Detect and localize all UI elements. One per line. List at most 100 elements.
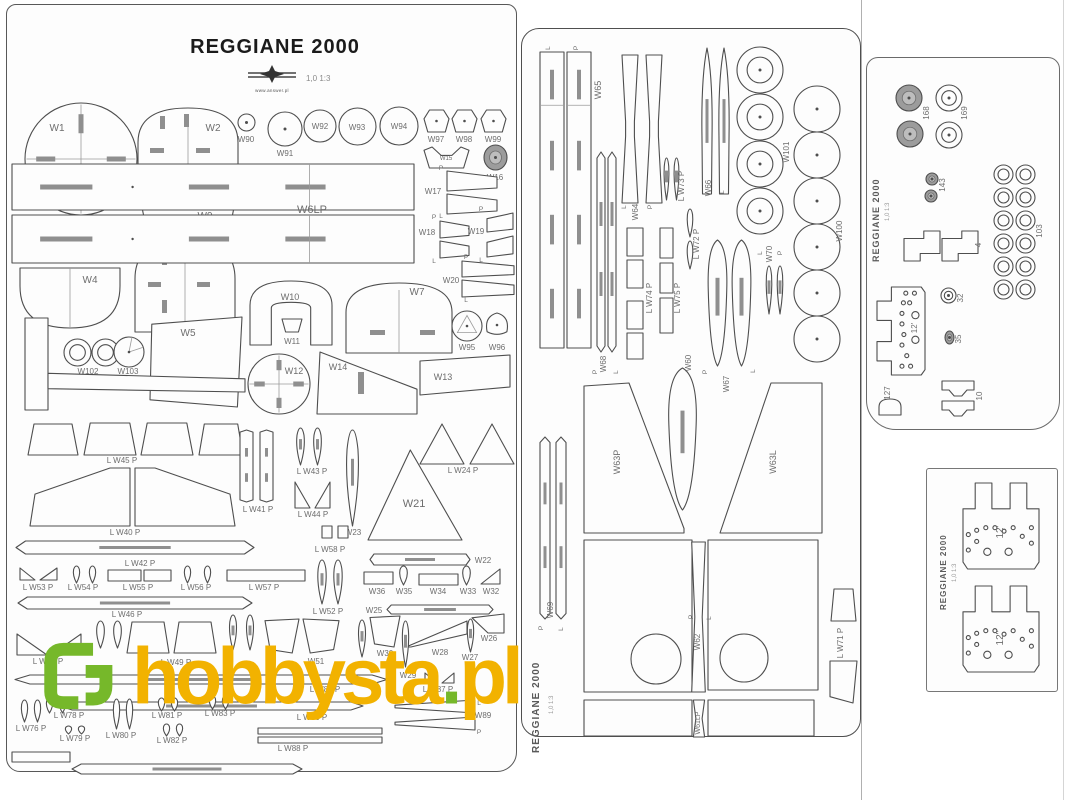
part-12: 12'': [962, 585, 1040, 673]
svg-text:L W72 P: L W72 P: [692, 229, 701, 259]
svg-text:W30: W30: [377, 649, 394, 658]
svg-text:W10: W10: [281, 292, 300, 302]
svg-text:L: L: [558, 627, 565, 631]
part-L-W24-P: L W24 P: [419, 423, 515, 475]
svg-text:L W44 P: L W44 P: [298, 510, 328, 519]
part-103: 103: [993, 164, 1044, 300]
svg-text:W1: W1: [50, 123, 65, 134]
svg-text:W103: W103: [118, 367, 139, 376]
svg-text:P: P: [479, 206, 483, 213]
svg-text:L W86 P: L W86 P: [297, 713, 327, 722]
part-168: 168: [895, 84, 931, 148]
part-W13: W13: [419, 354, 511, 396]
part-W27: W27: [462, 618, 479, 662]
part-W60: W60: [668, 354, 697, 511]
part-L-W75-P: L W75 P: [659, 227, 682, 334]
part-W4: W4: [19, 267, 121, 329]
svg-text:W6LP: W6LP: [297, 204, 327, 216]
svg-text:W91: W91: [277, 149, 294, 158]
part-W25: W25: [366, 604, 494, 615]
part-W100: W100: [793, 85, 844, 363]
svg-text:P: P: [647, 205, 654, 209]
part-L-W82-P: L W82 P: [157, 723, 187, 745]
svg-text:W64: W64: [631, 203, 640, 220]
svg-text:W14: W14: [329, 362, 348, 372]
part-unlabeled: [228, 614, 255, 651]
svg-text:L W58 P: L W58 P: [315, 545, 345, 554]
svg-text:W4: W4: [83, 275, 98, 286]
svg-text:P: P: [432, 214, 436, 221]
part-L-W76-P: L W76 P: [16, 699, 46, 733]
svg-text:L W87 P: L W87 P: [423, 685, 453, 694]
svg-text:L W71 P: L W71 P: [836, 628, 845, 658]
part-W23: W23: [345, 429, 362, 537]
svg-text:P: P: [477, 729, 481, 736]
part-L-W42-P: L W42 P: [15, 540, 255, 568]
svg-text:L: L: [439, 213, 443, 220]
part-W14: W14: [316, 351, 418, 415]
svg-text:W17: W17: [425, 187, 442, 196]
part-W6LP: W6LP: [11, 163, 415, 264]
svg-text:L W41 P: L W41 P: [243, 505, 273, 514]
svg-text:W101: W101: [782, 141, 791, 162]
svg-text:W33: W33: [460, 587, 477, 596]
svg-text:L: L: [757, 251, 764, 255]
svg-text:W20: W20: [443, 276, 460, 285]
svg-text:W66: W66: [704, 179, 713, 196]
publisher-logo: www.answer.pl: [244, 64, 300, 94]
part-W15: W15: [423, 146, 470, 169]
svg-text:L: L: [477, 700, 481, 707]
part-W26: W26: [471, 613, 505, 643]
svg-text:W94: W94: [391, 122, 408, 131]
svg-text:L W43 P: L W43 P: [297, 467, 327, 476]
svg-text:W25: W25: [366, 606, 383, 615]
part-L-W43-P: L W43 P: [296, 427, 327, 476]
svg-text:W31: W31: [356, 661, 373, 670]
svg-text:10: 10: [975, 391, 984, 400]
part-35: 35: [944, 330, 963, 345]
part-L-W52-P: L W52 P: [313, 559, 343, 616]
part-W63P: W63P: [583, 382, 685, 534]
sheet3-title: REGGIANE 2000: [871, 178, 881, 262]
part-W10: W10: [249, 280, 333, 346]
svg-text:W63P: W63P: [612, 450, 622, 475]
part-L-W40-P: L W40 P: [29, 467, 236, 537]
part-W51: W51: [264, 618, 340, 666]
part-W36: W36: [363, 571, 394, 596]
svg-text:L: L: [479, 257, 483, 264]
part-L-W72-P: L W72 P: [686, 208, 701, 270]
part-W96: W96: [486, 312, 508, 352]
svg-text:W98: W98: [456, 135, 473, 144]
svg-text:L W56 P: L W56 P: [181, 583, 211, 592]
svg-text:L W83 P: L W83 P: [205, 709, 235, 718]
svg-text:W60: W60: [684, 354, 693, 371]
svg-text:W2: W2: [206, 123, 221, 134]
svg-text:L: L: [706, 616, 713, 620]
part-W22: W22: [369, 553, 492, 566]
part-W103: W103: [113, 336, 145, 376]
svg-text:W13: W13: [434, 372, 453, 382]
svg-text:L W54 P: L W54 P: [68, 583, 98, 592]
svg-text:L W76 P: L W76 P: [16, 724, 46, 733]
svg-text:P: P: [702, 370, 709, 374]
part-127: 127: [878, 386, 902, 416]
svg-text:W61LP: W61LP: [695, 711, 702, 734]
watermark-text: hobbysta.pl: [132, 635, 524, 717]
part-L-W79-P: L W79 P: [60, 725, 90, 743]
svg-text:W63L: W63L: [768, 450, 778, 474]
svg-text:W34: W34: [430, 587, 447, 596]
part-W21: W21: [367, 449, 463, 541]
svg-text:L: L: [621, 205, 628, 209]
svg-text:4: 4: [974, 242, 983, 247]
svg-text:L W82 P: L W82 P: [157, 736, 187, 745]
svg-text:103: 103: [1035, 224, 1044, 238]
svg-text:W26: W26: [481, 634, 498, 643]
svg-text:W70: W70: [765, 245, 774, 262]
svg-text:168: 168: [922, 106, 931, 120]
svg-text:W18: W18: [419, 228, 436, 237]
part-143: 143: [924, 172, 947, 203]
